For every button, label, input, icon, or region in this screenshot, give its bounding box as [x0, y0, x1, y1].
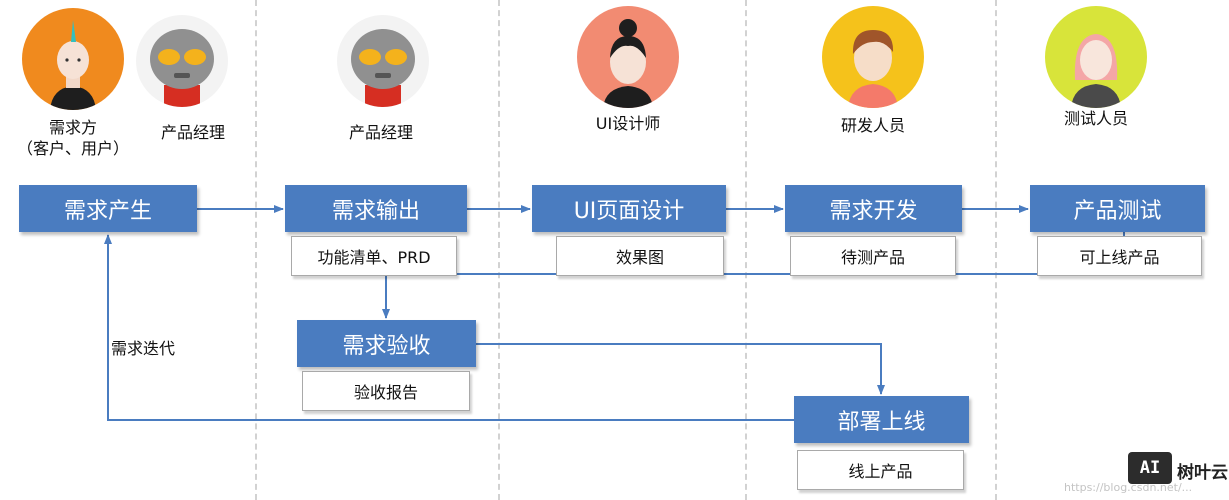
role-tester: 测试人员: [1063, 109, 1128, 128]
step-deployment: 部署上线: [794, 396, 969, 443]
role-product-manager: 产品经理: [348, 123, 413, 142]
output-feature-list-prd: 功能清单、PRD: [291, 236, 457, 276]
lane-separator: [995, 0, 997, 500]
robot-avatar: [337, 15, 429, 107]
step-development: 需求开发: [785, 185, 962, 232]
step-ui-design: UI页面设计: [532, 185, 726, 232]
role-developer: 研发人员: [840, 116, 905, 135]
arrow-iteration-loop: [104, 234, 794, 421]
watermark-text: https://blog.csdn.net/...: [1064, 481, 1193, 494]
lane-separator: [498, 0, 500, 500]
arrow-s5-to-acceptance: [382, 232, 1125, 319]
step-acceptance: 需求验收: [297, 320, 476, 367]
brand-logo-icon: AI: [1128, 452, 1172, 484]
output-releasable-product: 可上线产品: [1037, 236, 1202, 276]
output-live-product: 线上产品: [797, 450, 964, 490]
step-product-testing: 产品测试: [1030, 185, 1205, 232]
designer-avatar: [577, 6, 679, 108]
tester-avatar: [1045, 6, 1147, 108]
step-requirement-output: 需求输出: [285, 185, 467, 232]
step-requirement-origin: 需求产生: [19, 185, 197, 232]
role-client-subtitle: （客户、用户）: [16, 139, 129, 158]
role-product-manager: 产品经理: [160, 123, 225, 142]
output-acceptance-report: 验收报告: [302, 371, 470, 411]
output-testable-product: 待测产品: [790, 236, 956, 276]
lane-separator: [745, 0, 747, 500]
role-client-title: 需求方: [48, 118, 97, 137]
output-mockups: 效果图: [556, 236, 724, 276]
lane-separator: [255, 0, 257, 500]
developer-avatar: [822, 6, 924, 108]
brand-name: 树叶云: [1177, 463, 1228, 483]
client-avatar: [22, 8, 124, 110]
role-ui-designer: UI设计师: [595, 114, 661, 133]
iteration-label: 需求迭代: [111, 339, 176, 358]
robot-avatar: [136, 15, 228, 107]
arrow-acceptance-to-deploy: [476, 343, 885, 395]
role-client: 需求方 （客户、用户）: [0, 117, 146, 159]
